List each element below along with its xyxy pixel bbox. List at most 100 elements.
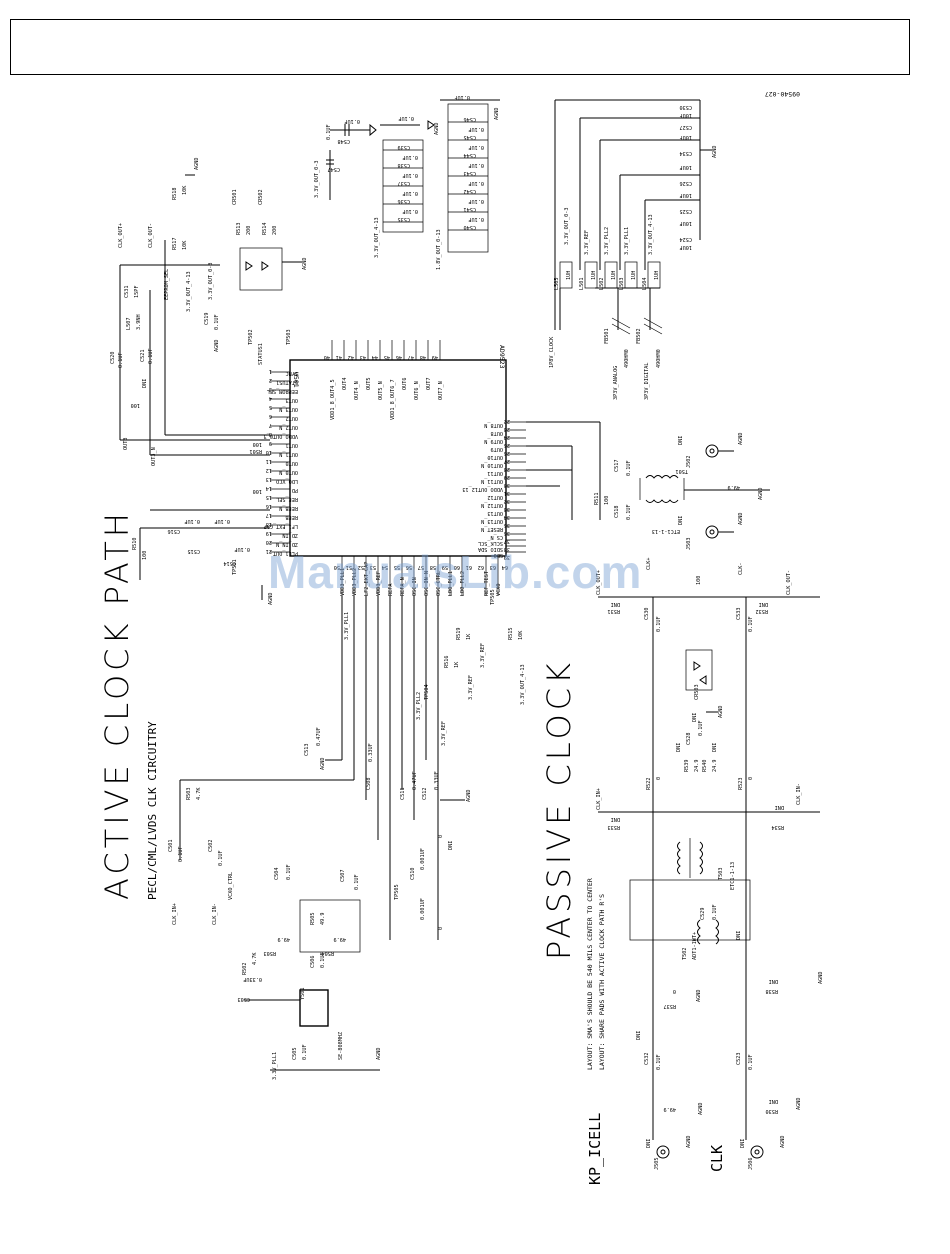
pin-label: OUT5 xyxy=(366,378,372,391)
c516-value: 0.1UF xyxy=(184,518,200,524)
r538-ref: R538 xyxy=(766,988,779,994)
t502-part: ADT1-1WT+ xyxy=(692,932,698,960)
pin-number: 20 xyxy=(266,539,272,545)
pin-label: OUT10 xyxy=(487,454,503,460)
pin-label: REFA xyxy=(388,583,394,596)
c515-ref: C515 xyxy=(188,548,201,554)
r512-value: 100 xyxy=(131,402,140,408)
pin-label: OUT4 xyxy=(342,378,348,391)
c513-value: 0.47UF xyxy=(316,727,322,746)
c503-value: 0.33UF xyxy=(243,976,262,982)
net-out3: OUT3 xyxy=(123,438,129,451)
pin-label: SCLK_SCL xyxy=(478,540,503,546)
c536-ref: C536 xyxy=(398,198,411,204)
fb502-ref: FB502 xyxy=(636,328,642,344)
c530b-ref: C530 xyxy=(644,608,650,621)
r502-ref: R502 xyxy=(242,963,248,976)
c523-ref: C523 xyxy=(736,1053,742,1066)
dni-r512: DNI xyxy=(142,379,148,388)
r5xx-value: 49.9 xyxy=(728,484,741,490)
pin-label: VDD3_REF xyxy=(376,571,382,596)
pin-number: 25 xyxy=(504,442,510,448)
c541-value: 0.1UF xyxy=(468,216,484,222)
r537-value: 0 xyxy=(673,988,676,994)
pin-label: CS_N xyxy=(491,534,504,540)
pin-number: 24 xyxy=(504,434,510,440)
fb501-value: 49OHM0 xyxy=(624,349,630,368)
t503-ref: T503 xyxy=(718,868,724,881)
net-3v3-out0-3-top: 3.3V_OUT_0-3 xyxy=(314,161,320,198)
l507-ref: L507 xyxy=(126,318,132,331)
pin-number: 62 xyxy=(478,564,484,570)
c542-value: 0.1UF xyxy=(468,198,484,204)
c540-ref: C540 xyxy=(464,224,477,230)
r502-value: 4.7K xyxy=(252,952,258,965)
c519-value: 0.1UF xyxy=(214,314,220,330)
pin-number: 27 xyxy=(504,458,510,464)
net-clk-in-plus-passive: CLK_IN+ xyxy=(596,788,602,810)
dni-c528: DNI xyxy=(692,713,698,722)
title-clk: CLK xyxy=(708,1145,726,1172)
c532-value: 0.1UF xyxy=(656,1054,662,1070)
r538-value: DNI xyxy=(769,978,778,984)
pin-number: 46 xyxy=(396,354,402,360)
cr502-ref: CR502 xyxy=(258,189,264,205)
pin-label: OSC_CTRL xyxy=(436,571,442,596)
c538-value: 0.1UF xyxy=(402,172,418,178)
pin-number: 4 xyxy=(269,395,272,401)
pin-number: 8 xyxy=(269,431,272,437)
pin-number: 44 xyxy=(372,354,378,360)
r534-value: DNI xyxy=(775,804,784,810)
net-clk-minus: CLK- xyxy=(738,563,744,576)
pin-number: 12 xyxy=(266,467,272,473)
c501-ref: C501 xyxy=(168,840,174,853)
pin-number: 35 xyxy=(504,522,510,528)
r540-value: 24.9 xyxy=(712,760,718,773)
watermark: ManualsLib.com xyxy=(268,546,643,598)
pin-number: 6 xyxy=(269,413,272,419)
pin-number: 13 xyxy=(266,476,272,482)
pin-number: 40 xyxy=(324,354,330,360)
net-clk-out-plus: CLK_OUT+ xyxy=(118,223,124,248)
l503-ref: L503 xyxy=(619,278,625,291)
c547-ref: C547 xyxy=(328,166,341,172)
pin-number: 39 xyxy=(504,554,510,560)
t503-part: ETC1-1-13 xyxy=(730,862,736,890)
pin-number: 63 xyxy=(490,564,496,570)
pin-number: 2 xyxy=(269,377,272,383)
c547-value: 0.1UF xyxy=(326,124,332,140)
dni-r539: DNI xyxy=(676,743,682,752)
net-3v3-out0-3-left: 3.3V_OUT_0-3 xyxy=(208,263,214,300)
r5xx-value-left: 100 xyxy=(253,488,262,494)
l502-ref: L502 xyxy=(599,278,605,291)
ic-top-pins: VDD1_8_OUT4_5 OUT4 OUT4_N OUT5 OUT5_N VD… xyxy=(330,340,444,420)
r510-ref: R510 xyxy=(132,538,138,551)
pin-label: SYNC xyxy=(286,370,299,376)
pin-label: VDD1_8_OUT4_5 xyxy=(330,379,336,420)
c525-ref: C525 xyxy=(680,208,693,214)
l504-value: 1UH xyxy=(654,271,660,280)
pin-number: 50 xyxy=(334,564,340,570)
pin-label: OUT9 xyxy=(491,446,504,452)
c527-ref: C527 xyxy=(680,124,693,130)
pin-label: OUT7 xyxy=(426,378,432,391)
fb502-value: 49OHM0 xyxy=(656,349,662,368)
c511-ref: C511 xyxy=(400,788,406,801)
c524-value: 10UF xyxy=(680,244,693,250)
c507-ref: C507 xyxy=(340,870,346,883)
r5xx-100-passive: 100 xyxy=(696,576,702,585)
net-3v3-ref-filter: 3.3V_REF xyxy=(584,230,590,255)
r509-value: 0 xyxy=(438,927,444,930)
c535-ref: C535 xyxy=(398,216,411,222)
pin-label: SDO xyxy=(494,552,503,558)
pin-label: OUT8_N xyxy=(484,422,503,428)
pin-label: OUT4_N xyxy=(354,381,360,400)
pin-label: OUT12_N xyxy=(481,502,503,508)
r519-ref: R519 xyxy=(456,628,462,641)
c510-value: 0.001UF xyxy=(420,848,426,870)
r514-ref: R514 xyxy=(262,223,268,236)
pin-number: 34 xyxy=(504,514,510,520)
left-pin-components: R510 100 C515 C516 0.1UF 0.1UF C514 0.1U… xyxy=(132,441,274,605)
j505-ref: J505 xyxy=(654,1158,660,1171)
r504-value: 49.9 xyxy=(334,936,347,942)
